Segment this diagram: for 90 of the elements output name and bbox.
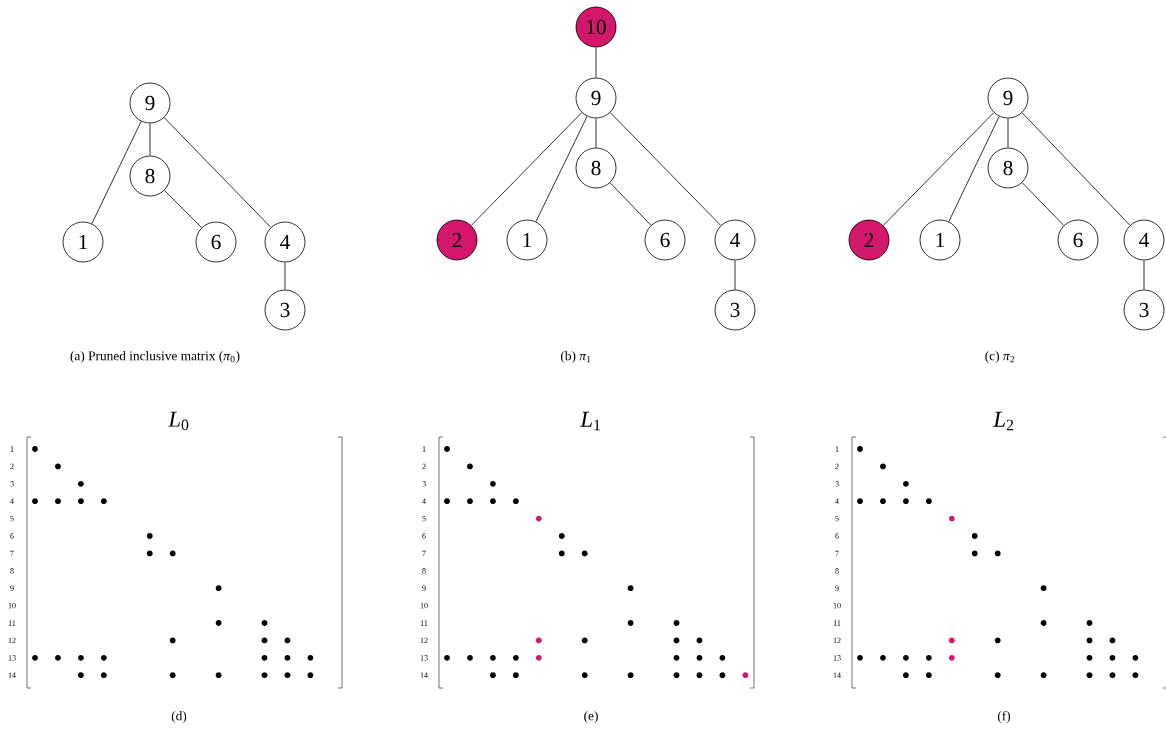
tree-node: 4 <box>264 221 306 263</box>
subfigure-label: (e) <box>584 710 598 724</box>
row-number: 2 <box>10 463 14 470</box>
row-number: 10 <box>833 602 841 609</box>
row-number: 8 <box>835 568 839 574</box>
row-number: 12 <box>420 637 428 644</box>
tree-edge <box>609 182 652 226</box>
row-number: 12 <box>833 637 841 644</box>
row-number: 14 <box>420 672 428 678</box>
tree-edge <box>535 115 588 223</box>
tree-edge <box>284 262 286 290</box>
subfigure-label: (f) <box>997 710 1011 724</box>
row-number: 14 <box>833 672 841 678</box>
row-number: 13 <box>420 655 428 661</box>
subfigure-label: (d) <box>171 710 187 724</box>
tree-edge <box>470 112 583 226</box>
row-number: 3 <box>835 481 839 487</box>
tree-edge <box>595 118 597 148</box>
row-number: 11 <box>833 620 841 626</box>
tree-node: 3 <box>264 289 306 331</box>
row-number: 4 <box>10 498 14 504</box>
tree-node: 2 <box>848 219 890 261</box>
matrix-title: L$_{1}$ <box>580 411 600 431</box>
tree-edge <box>734 260 736 290</box>
row-number: 2 <box>422 463 426 470</box>
row-number: 1 <box>422 446 426 452</box>
tree-edge <box>164 190 202 228</box>
row-number: 12 <box>8 637 16 644</box>
row-number: 5 <box>422 515 426 522</box>
tree-node: 6 <box>1057 219 1099 261</box>
row-number: 6 <box>10 533 14 539</box>
tree-node: 9 <box>129 82 171 124</box>
row-number: 9 <box>422 585 426 591</box>
row-number: 10 <box>8 602 16 609</box>
row-number: 6 <box>835 533 839 539</box>
row-number: 8 <box>10 568 14 574</box>
row-number: 3 <box>422 481 426 487</box>
tree-node: 6 <box>195 221 237 263</box>
row-number: 5 <box>835 515 839 522</box>
row-number: 8 <box>422 568 426 574</box>
row-number: 4 <box>835 498 839 504</box>
tree-node: 9 <box>987 77 1029 119</box>
figure-caption: (c) π$_{2}$ <box>985 350 1015 364</box>
row-number: 6 <box>422 533 426 539</box>
tree-edge <box>91 120 142 225</box>
row-number: 7 <box>835 550 839 557</box>
row-number: 13 <box>833 655 841 661</box>
tree-edge <box>948 116 1000 222</box>
row-number: 7 <box>10 550 14 557</box>
tree-edge <box>609 112 722 226</box>
tree-node: 1 <box>506 219 548 261</box>
row-number: 9 <box>10 585 14 591</box>
tree-node: 1 <box>62 221 104 263</box>
figure-caption: (b) π$_{1}$ <box>561 350 591 364</box>
tree-edge <box>1007 118 1009 148</box>
row-number: 1 <box>835 446 839 452</box>
matrix-title: L$_{0}$ <box>168 411 189 431</box>
row-number: 7 <box>422 550 426 557</box>
tree-edge <box>1143 260 1145 290</box>
tree-node: 8 <box>129 155 171 197</box>
tree-node: 8 <box>987 147 1029 189</box>
row-number: 5 <box>10 515 14 522</box>
row-number: 4 <box>422 498 426 504</box>
tree-node: 10 <box>575 6 617 48</box>
row-number: 13 <box>8 655 16 661</box>
row-number: 9 <box>835 585 839 591</box>
row-number: 10 <box>420 602 428 609</box>
row-number: 1 <box>10 446 14 452</box>
matrix-title: L$_{2}$ <box>993 411 1014 431</box>
tree-node: 4 <box>1123 219 1165 261</box>
figure-caption: (a) Pruned inclusive matrix (π$_{0}$) <box>70 350 240 364</box>
tree-node: 2 <box>436 219 478 261</box>
tree-edge <box>1021 182 1065 226</box>
row-number: 3 <box>10 481 14 487</box>
row-number: 11 <box>420 620 428 626</box>
tree-edge <box>149 123 151 156</box>
tree-edge <box>1021 112 1131 226</box>
tree-node: 6 <box>644 219 686 261</box>
row-number: 2 <box>835 463 839 470</box>
tree-edge <box>163 117 272 228</box>
tree-node: 3 <box>1123 289 1165 331</box>
tree-edge <box>882 112 995 226</box>
tree-edge <box>595 47 597 78</box>
tree-node: 9 <box>575 77 617 119</box>
tree-node: 8 <box>575 147 617 189</box>
tree-node: 3 <box>714 289 756 331</box>
tree-node: 4 <box>714 219 756 261</box>
tree-node: 1 <box>919 219 961 261</box>
row-number: 14 <box>8 672 16 678</box>
row-number: 11 <box>8 620 16 626</box>
